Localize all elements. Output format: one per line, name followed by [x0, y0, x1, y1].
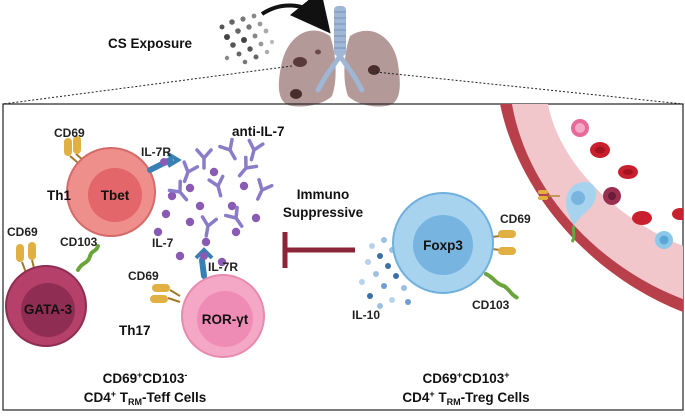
exposure-arrow [260, 0, 331, 34]
zoom-line-right [375, 71, 684, 105]
th1-il7r-label: IL-7R [141, 145, 171, 159]
antibody-icon [200, 215, 219, 238]
anti-il7-antibodies [167, 137, 274, 238]
inhibition-arrow [282, 232, 355, 268]
cd69-receptor [150, 284, 181, 303]
th1-nucleus [88, 168, 142, 222]
cd103-receptor [76, 244, 100, 272]
teff-caption-line2: CD4+ TRM-Teff Cells [84, 389, 207, 407]
gata3-cd69-label: CD69 [7, 225, 38, 239]
il7r-receptor [194, 247, 214, 279]
il7r-receptor [147, 152, 182, 173]
il7-particle [239, 181, 249, 191]
il10-label: IL-10 [352, 308, 380, 322]
exposure-group: CS Exposure [2, 0, 684, 107]
cd69-receptor [64, 136, 91, 169]
smoke-particles-icon [219, 13, 275, 65]
gata3-cd103-label: CD103 [60, 235, 98, 249]
il7-particle [185, 183, 195, 193]
treg-cd103-label: CD103 [472, 298, 510, 312]
il7-particle [231, 227, 241, 237]
th17-type-label: Th17 [119, 323, 151, 338]
gata3-cell: GATA-3 [5, 242, 100, 347]
cd103-receptor [484, 272, 520, 300]
treg-caption-line2: CD4+ TRM-Treg Cells [402, 389, 529, 407]
antibody-icon [167, 179, 189, 202]
il7-cytokines [153, 167, 261, 267]
teff-caption-line1: CD69+CD103- [103, 370, 188, 386]
migrating-treg-icon [538, 181, 597, 243]
treg-cd69-label: CD69 [500, 212, 531, 226]
antibody-icon [218, 137, 237, 161]
il7-particle [185, 217, 195, 227]
lungs-icon [278, 6, 400, 107]
immuno-label: Immuno [297, 187, 350, 202]
treg-cell: Foxp3 [392, 192, 520, 300]
il7-particle [217, 257, 227, 267]
blood-vessel [500, 104, 683, 312]
il7-particle [201, 237, 211, 247]
il7-label: IL-7 [152, 236, 174, 250]
th1-type-label: Th1 [47, 188, 71, 203]
antibody-icon [207, 174, 225, 198]
anti-il7-label: anti-IL-7 [232, 124, 285, 139]
il7-particle [227, 201, 237, 211]
th17-il7r-label: IL-7R [208, 260, 238, 274]
antibody-icon [237, 155, 259, 178]
treg-caption-line1: CD69+CD103+ [422, 370, 509, 386]
il7-particle [251, 213, 261, 223]
il7-particle [167, 191, 177, 201]
il7-particle [209, 167, 219, 177]
il7-particle [153, 227, 163, 237]
treg-foxp3-label: Foxp3 [423, 238, 463, 253]
th1-tbet-label: Tbet [101, 188, 130, 203]
th17-nucleus [197, 291, 253, 347]
cs-exposure-label: CS Exposure [108, 36, 193, 51]
th1-cell: Tbet [64, 136, 182, 237]
antibody-icon [182, 160, 200, 184]
cd69-receptor-small [538, 190, 560, 200]
il7-particle [175, 251, 185, 261]
th17-cd69-label: CD69 [128, 269, 159, 283]
antibody-icon [247, 138, 265, 162]
gata3-label: GATA-3 [24, 302, 73, 317]
antibody-icon [256, 178, 274, 201]
th17-cell: ROR-γt [150, 247, 265, 358]
il7-particle [161, 209, 171, 219]
gata3-nucleus [21, 283, 75, 337]
treg-nucleus [413, 215, 473, 275]
antibody-icon [223, 205, 244, 228]
zoom-line-left [2, 65, 293, 105]
th1-cd69-label: CD69 [54, 126, 85, 140]
il7-particle [195, 201, 205, 211]
antibody-icon [195, 148, 213, 170]
suppressive-label: Suppressive [283, 205, 364, 220]
th17-rorgt-label: ROR-γt [202, 312, 249, 327]
